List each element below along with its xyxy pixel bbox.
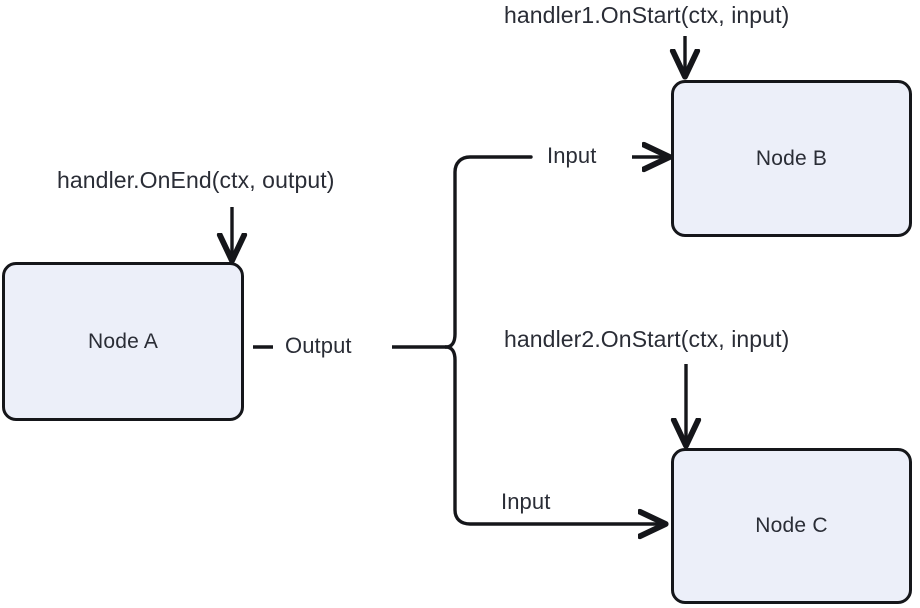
input-port-b-label: Input xyxy=(547,143,597,168)
input-port-c-label: Input xyxy=(501,489,551,514)
output-port-label: Output xyxy=(285,333,352,358)
node-a-label: Node A xyxy=(87,329,159,353)
node-a-box[interactable]: Node A xyxy=(2,262,244,421)
handler2-start-c-label: handler2.OnStart(ctx, input) xyxy=(504,326,790,352)
node-c-box[interactable]: Node C xyxy=(671,448,912,604)
handler1-start-b-label: handler1.OnStart(ctx, input) xyxy=(504,2,790,28)
node-b-box[interactable]: Node B xyxy=(671,80,912,237)
node-c-label: Node C xyxy=(755,514,828,537)
handler-end-a-label: handler.OnEnd(ctx, output) xyxy=(57,167,335,193)
node-b-label: Node B xyxy=(755,146,828,170)
edge-a-to-b-path xyxy=(444,155,533,349)
edge-a-to-c-path xyxy=(444,345,663,524)
